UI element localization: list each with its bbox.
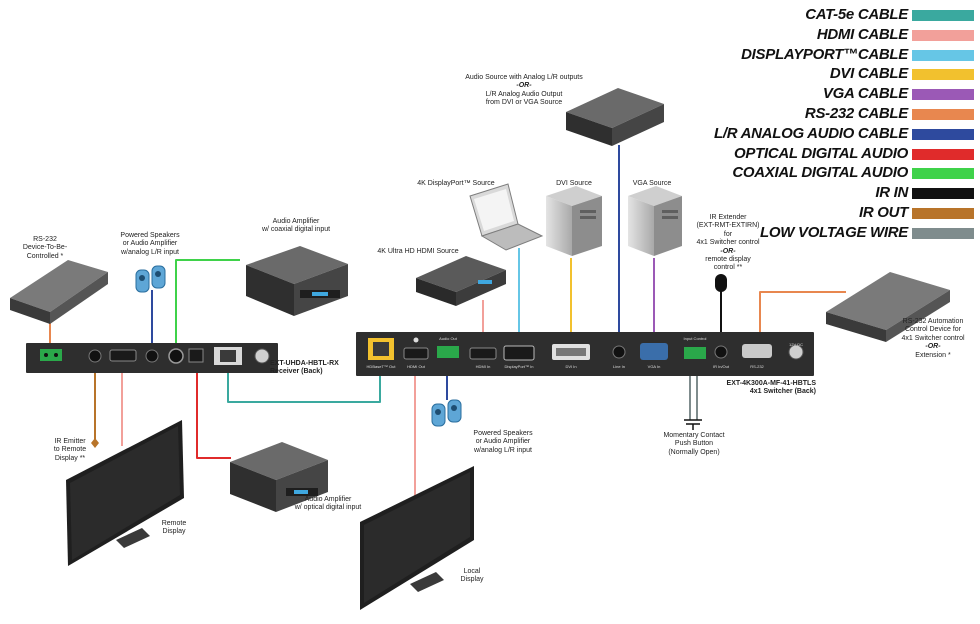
switcher-back-panel (356, 332, 814, 376)
port-audio-out: Audio Out (439, 336, 457, 341)
dvi-source-pc (546, 186, 602, 256)
legend-label: CAT-5e CABLE (805, 6, 908, 23)
ir-emitter-label: IR Emitter to Remote Display ** (53, 438, 87, 462)
dp-source-label: 4K DisplayPort™ Source (417, 180, 495, 187)
rs232-automation-device (826, 272, 950, 342)
amp-coaxial-label: Audio Amplifier w/ coaxial digital input (261, 218, 331, 234)
powered-speakers-switcher (431, 399, 462, 427)
legend-row: DISPLAYPORT™CABLE (706, 46, 976, 65)
legend-swatch (912, 10, 974, 21)
port-dvi-in: DVI In (565, 364, 577, 369)
legend-row: L/R ANALOG AUDIO CABLE (706, 125, 976, 144)
legend-swatch (912, 208, 974, 219)
legend-label: OPTICAL DIGITAL AUDIO (734, 144, 908, 162)
legend-swatch (912, 69, 974, 81)
legend-label: VGA CABLE (822, 85, 908, 103)
rs232-device-label: RS-232 Device-To-Be- Controlled * (22, 236, 68, 260)
momentary-button-label: Momentary Contact Push Button (Normally … (663, 432, 725, 456)
rs232-automation-label: RS-232 Automation Control Device for 4x1… (901, 318, 965, 359)
legend-row: VGA CABLE (706, 85, 976, 104)
legend-label: DVI CABLE (829, 65, 908, 83)
legend-label: RS-232 CABLE (804, 105, 908, 122)
remote-display-label: Remote Display (161, 520, 187, 536)
port-vga-in: VGA In (647, 364, 661, 369)
port-hdmi-out: HDMI Out (407, 364, 425, 369)
amp-optical-label: Audio Amplifier w/ optical digital input (294, 496, 362, 512)
local-display-label: Local Display (460, 568, 484, 584)
port-hdmi-in: HDMI In (475, 364, 491, 369)
rs232-device (10, 260, 108, 324)
vga-source-pc (628, 186, 682, 256)
powered-speakers-receiver (135, 265, 166, 293)
legend-swatch (912, 188, 974, 200)
speakers-switcher-label: Powered Speakers or Audio Amplifier w/an… (473, 430, 533, 454)
legend-label: LOW VOLTAGE WIRE (760, 223, 908, 241)
legend-swatch (912, 29, 974, 41)
legend-row: IR IN (706, 184, 976, 203)
legend-row: COAXIAL DIGITAL AUDIO (706, 164, 976, 183)
audio-amplifier-optical (230, 442, 328, 512)
legend-swatch (912, 109, 974, 120)
legend-label: HDMI CABLE (816, 25, 908, 43)
switcher-model-label: EXT-4K300A-MF-41-HBTLS 4x1 Switcher (Bac… (726, 380, 816, 395)
legend-swatch (912, 227, 974, 239)
legend-swatch (912, 128, 974, 140)
legend-label: DISPLAYPORT™CABLE (741, 45, 908, 63)
remote-display (66, 420, 184, 566)
coax-audio-cable (175, 259, 240, 355)
port-rs232: RS-232 (750, 364, 764, 369)
audio-source-device (566, 88, 664, 146)
audio-source-label: Audio Source with Analog L/R outputs -OR… (465, 74, 583, 107)
optical-audio-cable (196, 355, 231, 459)
port-line-in: Line In (612, 364, 626, 369)
ir-extender (715, 274, 727, 292)
legend-row: DVI CABLE (706, 65, 976, 84)
audio-amplifier-coaxial (246, 246, 348, 316)
ir-extender-label: IR Extender (EXT-RMT-EXTIRN) for 4x1 Swi… (696, 214, 760, 272)
port-dp-in: DisplayPort™ In (504, 364, 534, 369)
local-display (360, 466, 474, 610)
legend-swatch (912, 168, 974, 180)
ir-emitter (91, 438, 99, 448)
legend-swatch (912, 89, 974, 101)
laptop-dp-source (469, 183, 544, 251)
legend-label: IR IN (875, 184, 908, 202)
dvi-source-label: DVI Source (556, 180, 592, 187)
hdmi-source-box (416, 256, 506, 306)
rs232-cable-automation (759, 291, 846, 345)
legend-label: COAXIAL DIGITAL AUDIO (732, 164, 908, 182)
hdmi-source-label: 4K Ultra HD HDMI Source (377, 248, 459, 255)
legend-row: HDMI CABLE (706, 26, 976, 45)
port-power: 12V DC (788, 342, 804, 347)
receiver-back-panel (26, 343, 278, 373)
port-hdbt-out: HDBaseT™ Out (366, 364, 396, 369)
legend-label: IR OUT (858, 204, 908, 221)
legend-swatch (912, 49, 974, 61)
legend-row: IR OUT (706, 204, 976, 223)
port-ir-in-out: IR In/Out (712, 364, 730, 369)
legend-label: L/R ANALOG AUDIO CABLE (714, 124, 908, 142)
port-input-control: Input Control (683, 336, 707, 341)
legend-row: LOW VOLTAGE WIRE (706, 224, 976, 243)
momentary-push-button (684, 419, 702, 430)
legend-row: RS-232 CABLE (706, 105, 976, 124)
vga-source-label: VGA Source (632, 180, 672, 187)
speakers-receiver-label: Powered Speakers or Audio Amplifier w/an… (120, 232, 180, 256)
legend-swatch (912, 148, 974, 160)
legend-row: OPTICAL DIGITAL AUDIO (706, 145, 976, 164)
receiver-model-label: EXT-UHDA-HBTL-RX Receiver (Back) (270, 360, 339, 375)
cat5e-cable (227, 355, 381, 403)
legend-row: CAT-5e CABLE (706, 6, 976, 25)
